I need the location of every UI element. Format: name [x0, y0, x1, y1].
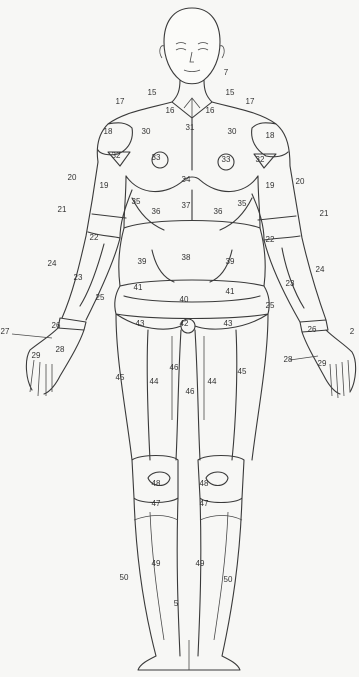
region-label-l49: 49 [196, 559, 205, 568]
region-label-l50: 50 [224, 575, 233, 584]
left-arm [252, 166, 328, 332]
region-label-r23: 23 [74, 273, 83, 282]
region-label-r33: 33 [152, 153, 161, 162]
region-label-l28: 28 [284, 355, 293, 364]
region-label-l36: 36 [214, 207, 223, 216]
region-label-r47: 47 [152, 499, 161, 508]
region-label-l15: 15 [226, 88, 235, 97]
region-label-l44: 44 [208, 377, 217, 386]
region-label-c37: 37 [182, 201, 191, 210]
region-label-c40: 40 [180, 295, 189, 304]
region-label-r49: 49 [152, 559, 161, 568]
region-label-r16: 16 [166, 106, 175, 115]
region-label-l16: 16 [206, 106, 215, 115]
region-label-c38: 38 [182, 253, 191, 262]
region-label-l17: 17 [246, 97, 255, 106]
region-label-l43: 43 [224, 319, 233, 328]
region-label-l35: 35 [238, 199, 247, 208]
region-label-l41: 41 [226, 287, 235, 296]
region-label-c34: 34 [182, 175, 191, 184]
region-label-l29: 29 [318, 359, 327, 368]
region-label-l19: 19 [266, 181, 275, 190]
region-label-l20: 20 [296, 177, 305, 186]
head [160, 8, 224, 84]
region-label-r43: 43 [136, 319, 145, 328]
region-label-r21: 21 [58, 205, 67, 214]
region-label-l48: 48 [200, 479, 209, 488]
region-label-r39: 39 [138, 257, 147, 266]
region-label-c7: 7 [224, 68, 229, 77]
region-label-r20: 20 [68, 173, 77, 182]
region-label-r17: 17 [116, 97, 125, 106]
region-label-c42: 42 [180, 319, 189, 328]
region-label-r26: 26 [52, 321, 61, 330]
region-label-r46: 46 [170, 363, 179, 372]
region-label-l23: 23 [286, 279, 295, 288]
region-label-l33: 33 [222, 155, 231, 164]
region-label-r18: 18 [104, 127, 113, 136]
region-label-r29: 29 [32, 351, 41, 360]
region-label-l39: 39 [226, 257, 235, 266]
region-label-l24: 24 [316, 265, 325, 274]
region-label-r50: 50 [120, 573, 129, 582]
region-label-l45: 45 [238, 367, 247, 376]
region-label-l21: 21 [320, 209, 329, 218]
region-label-l22: 22 [266, 235, 275, 244]
region-label-c31: 31 [186, 123, 195, 132]
region-label-r45: 45 [116, 373, 125, 382]
region-label-l18: 18 [266, 131, 275, 140]
region-label-l30: 30 [228, 127, 237, 136]
region-label-r24: 24 [48, 259, 57, 268]
region-label-r48: 48 [152, 479, 161, 488]
region-label-l47: 47 [200, 499, 209, 508]
region-label-l32: 32 [256, 155, 265, 164]
region-label-r19: 19 [100, 181, 109, 190]
region-label-r30: 30 [142, 127, 151, 136]
right-hand [12, 328, 84, 396]
region-label-r35: 35 [132, 197, 141, 206]
region-label-r28: 28 [56, 345, 65, 354]
region-label-r27: 27 [1, 327, 10, 336]
region-label-l26: 26 [308, 325, 317, 334]
region-label-l46: 46 [186, 387, 195, 396]
region-label-r51: 5 [174, 599, 179, 608]
region-label-l25: 25 [266, 301, 275, 310]
region-label-l27: 2 [350, 327, 355, 336]
region-label-r41: 41 [134, 283, 143, 292]
region-label-r36: 36 [152, 207, 161, 216]
region-label-r22: 22 [90, 233, 99, 242]
region-label-r32: 32 [112, 151, 121, 160]
region-label-r15: 15 [148, 88, 157, 97]
region-label-r44: 44 [150, 377, 159, 386]
region-label-r25: 25 [96, 293, 105, 302]
right-arm [58, 162, 132, 330]
